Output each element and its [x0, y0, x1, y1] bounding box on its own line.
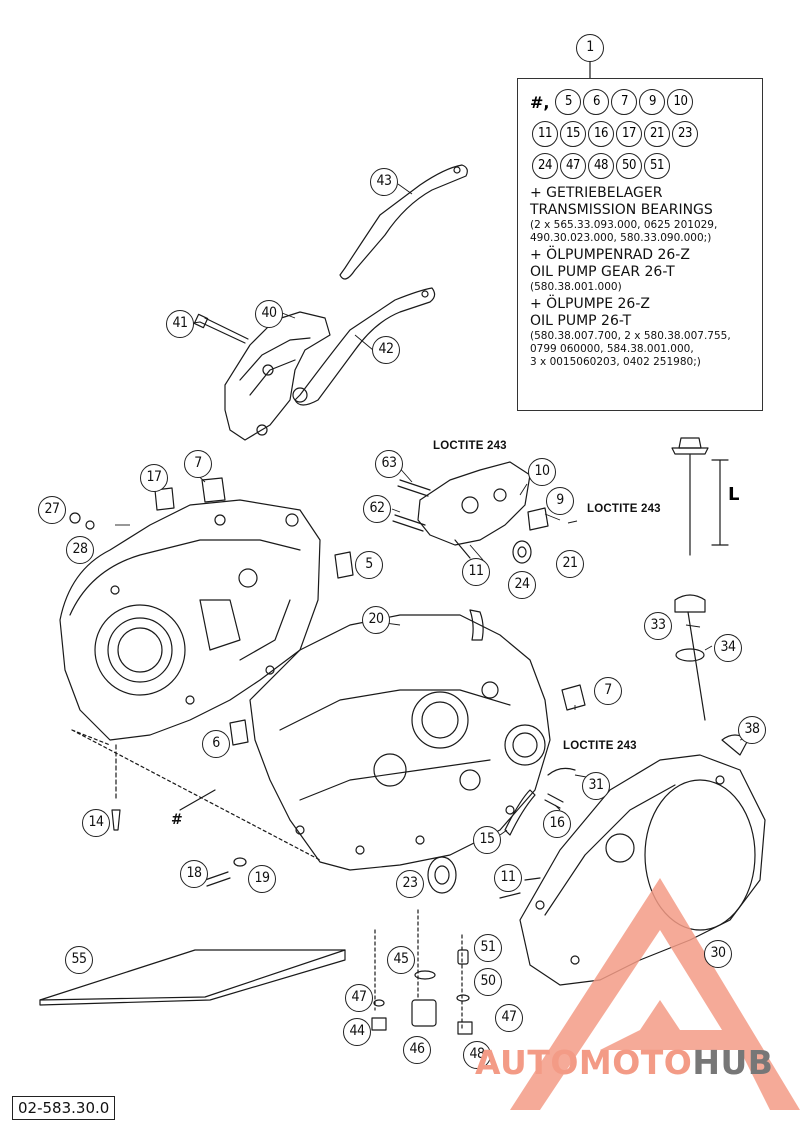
- kit-line: OIL PUMP 26-T: [530, 313, 632, 329]
- callout-20: 20: [362, 606, 390, 634]
- kit-part: 15: [560, 121, 586, 147]
- callout-40: 40: [255, 300, 283, 328]
- callout-11-bottom: 11: [494, 864, 522, 892]
- loctite-label: LOCTITE 243: [587, 503, 661, 515]
- watermark-part-2: HUB: [692, 1043, 774, 1082]
- kit-part: 11: [532, 121, 558, 147]
- kit-part: 6: [583, 89, 610, 115]
- kit-part: 7: [611, 89, 638, 115]
- clutch-cover: [519, 754, 766, 986]
- kit-contents-box: #, 5 6 7 9 10 11 15 16 17 21 23 24 47 48…: [517, 78, 763, 411]
- kit-part: 23: [672, 121, 698, 147]
- callout-51: 51: [474, 934, 502, 962]
- callout-28: 28: [66, 536, 94, 564]
- kit-row-2: 11 15 16 17 21 23: [532, 121, 698, 147]
- right-crankcase: [249, 614, 551, 871]
- chain-guide-lower: [294, 287, 436, 406]
- callout-50: 50: [474, 968, 502, 996]
- callout-21: 21: [556, 550, 584, 578]
- callout-62: 62: [363, 495, 391, 523]
- callout-47-left: 47: [345, 984, 373, 1012]
- callout-30: 30: [704, 940, 732, 968]
- callout-15: 15: [473, 826, 501, 854]
- kit-line: (580.38.001.000): [530, 281, 622, 293]
- callout-7-right: 7: [594, 677, 622, 705]
- kit-part: 50: [616, 153, 642, 179]
- bearing-23: [427, 856, 457, 894]
- watermark-part-1: AUTOMOTO: [475, 1043, 693, 1082]
- callout-46: 46: [403, 1036, 431, 1064]
- callout-45: 45: [387, 946, 415, 974]
- callout-10: 10: [528, 458, 556, 486]
- kit-description: + GETRIEBELAGER TRANSMISSION BEARINGS (2…: [530, 185, 762, 369]
- bolt-41: [199, 317, 249, 344]
- drawing-number: 02-583.30.0: [12, 1096, 116, 1120]
- callout-6: 6: [202, 730, 230, 758]
- assembly-line-left: [71, 729, 321, 861]
- callout-34: 34: [714, 634, 742, 662]
- kit-part: 5: [555, 89, 582, 115]
- kit-line: + GETRIEBELAGER: [530, 185, 663, 201]
- callout-47-right: 47: [495, 1004, 523, 1032]
- callout-43: 43: [370, 168, 398, 196]
- kit-line: 3 x 0015060203, 0402 251980;): [530, 356, 701, 368]
- callout-9: 9: [546, 487, 574, 515]
- callout-18: 18: [180, 860, 208, 888]
- kit-line: TRANSMISSION BEARINGS: [530, 202, 713, 218]
- callout-44: 44: [343, 1018, 371, 1046]
- callout-11-top: 11: [462, 558, 490, 586]
- oil-screen: [411, 999, 437, 1027]
- oil-pump: [417, 461, 531, 546]
- kit-part: 51: [644, 153, 670, 179]
- kit-line: (2 x 565.33.093.000, 0625 201029,: [530, 219, 718, 231]
- watermark-text: AUTOMOTOHUB: [475, 1043, 773, 1082]
- callout-63: 63: [375, 450, 403, 478]
- kit-part: 16: [588, 121, 614, 147]
- kit-part: 48: [588, 153, 614, 179]
- kit-part: 17: [616, 121, 642, 147]
- kit-line: (580.38.007.700, 2 x 580.38.007.755,: [530, 330, 731, 342]
- watermark-logo: [510, 878, 800, 1110]
- left-crankcase: [59, 499, 321, 741]
- kit-part: 47: [560, 153, 586, 179]
- kit-part: 9: [639, 89, 666, 115]
- callout-48: 48: [463, 1041, 491, 1069]
- kit-part: 10: [667, 89, 694, 115]
- callout-23: 23: [396, 870, 424, 898]
- kit-part: 24: [532, 153, 558, 179]
- kit-line: OIL PUMP GEAR 26-T: [530, 264, 675, 280]
- callout-16: 16: [543, 810, 571, 838]
- hash-mark: #: [171, 812, 183, 828]
- callout-31: 31: [582, 772, 610, 800]
- dimension-label: L: [728, 484, 740, 505]
- loctite-label: LOCTITE 243: [433, 440, 507, 452]
- callout-7-top: 7: [184, 450, 212, 478]
- callout-41: 41: [166, 310, 194, 338]
- callout-24: 24: [508, 571, 536, 599]
- kit-line: 490.30.023.000, 580.33.090.000;): [530, 232, 712, 244]
- kit-line: + ÖLPUMPENRAD 26-Z: [530, 247, 690, 263]
- callout-17: 17: [140, 464, 168, 492]
- callout-33: 33: [644, 612, 672, 640]
- callout-42: 42: [372, 336, 400, 364]
- oil-filler-plug: [674, 594, 706, 613]
- callout-5: 5: [355, 551, 383, 579]
- callout-55: 55: [65, 946, 93, 974]
- kit-line: + ÖLPUMPE 26-Z: [530, 296, 650, 312]
- kit-row-3: 24 47 48 50 51: [532, 153, 670, 179]
- kit-part: 21: [644, 121, 670, 147]
- callout-1: 1: [576, 34, 604, 62]
- callout-38: 38: [738, 716, 766, 744]
- loctite-label: LOCTITE 243: [563, 740, 637, 752]
- manual-booklet: [39, 949, 346, 1006]
- kit-hash: #,: [530, 92, 550, 112]
- callout-14: 14: [82, 809, 110, 837]
- chain-guide-upper: [339, 164, 468, 280]
- callout-19: 19: [248, 865, 276, 893]
- kit-row-1: #, 5 6 7 9 10: [530, 89, 694, 115]
- kit-line: 0799 060000, 584.38.001.000,: [530, 343, 694, 355]
- callout-27: 27: [38, 496, 66, 524]
